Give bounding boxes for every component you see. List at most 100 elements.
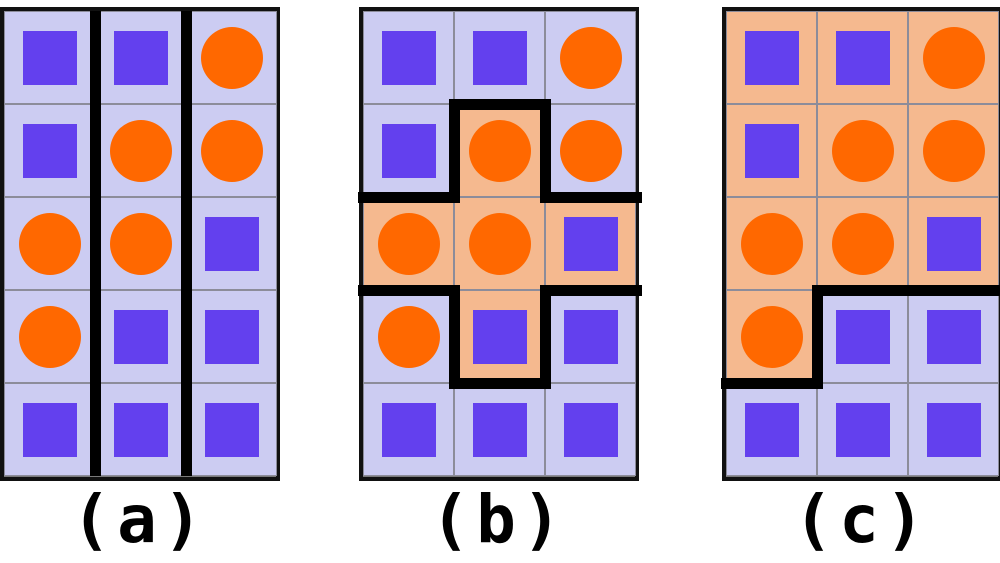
circle-icon — [378, 306, 440, 368]
divider-line — [89, 11, 101, 476]
boundary-line — [448, 377, 551, 389]
cell-r3-c3 — [908, 197, 999, 290]
cell-r3-c2 — [95, 197, 186, 290]
cell-r3-c1 — [726, 197, 817, 290]
square-icon — [23, 403, 77, 457]
cell-r2-c3 — [545, 104, 636, 197]
cell-r3-c2 — [817, 197, 908, 290]
square-icon — [473, 310, 527, 364]
circle-icon — [378, 213, 440, 275]
cell-r5-c2 — [454, 383, 545, 476]
square-icon — [927, 310, 981, 364]
square-icon — [836, 403, 890, 457]
cell-r5-c3 — [545, 383, 636, 476]
cell-r1-c3 — [908, 11, 999, 104]
square-icon — [114, 31, 168, 85]
cell-r5-c1 — [726, 383, 817, 476]
circle-icon — [923, 120, 985, 182]
circle-icon — [741, 213, 803, 275]
boundary-line — [539, 191, 642, 203]
cell-r2-c2 — [95, 104, 186, 197]
grid-a — [4, 11, 277, 477]
panel-a — [0, 7, 280, 481]
square-icon — [23, 124, 77, 178]
cell-r2-c1 — [726, 104, 817, 197]
square-icon — [382, 31, 436, 85]
boundary-line — [448, 284, 460, 389]
cell-r4-c2 — [95, 290, 186, 383]
cell-r4-c1 — [726, 290, 817, 383]
cell-r5-c1 — [4, 383, 95, 476]
square-icon — [564, 217, 618, 271]
circle-icon — [110, 213, 172, 275]
cell-r4-c3 — [186, 290, 277, 383]
cell-r2-c2 — [454, 104, 545, 197]
square-icon — [927, 403, 981, 457]
cell-r1-c1 — [363, 11, 454, 104]
cell-r1-c1 — [726, 11, 817, 104]
cell-r5-c1 — [363, 383, 454, 476]
cell-r5-c2 — [817, 383, 908, 476]
cell-r1-c2 — [95, 11, 186, 104]
cell-r1-c3 — [186, 11, 277, 104]
divider-line — [180, 11, 192, 476]
circle-icon — [201, 120, 263, 182]
circle-icon — [469, 213, 531, 275]
square-icon — [23, 31, 77, 85]
cell-r3-c3 — [545, 197, 636, 290]
grid-c — [720, 11, 1000, 477]
grid-b — [357, 11, 642, 477]
square-icon — [745, 124, 799, 178]
boundary-line — [811, 284, 914, 296]
boundary-line — [448, 98, 551, 110]
cell-r3-c3 — [186, 197, 277, 290]
square-icon — [927, 217, 981, 271]
panel-b — [357, 7, 642, 481]
cell-r3-c2 — [454, 197, 545, 290]
cell-r4-c1 — [363, 290, 454, 383]
boundary-line — [539, 284, 642, 296]
panel-c — [720, 7, 1000, 481]
square-icon — [836, 310, 890, 364]
boundary-line — [357, 284, 460, 296]
boundary-line — [539, 98, 551, 203]
square-icon — [205, 310, 259, 364]
circle-icon — [469, 120, 531, 182]
cell-r5-c2 — [95, 383, 186, 476]
boundary-line — [902, 284, 1000, 296]
square-icon — [205, 403, 259, 457]
square-icon — [205, 217, 259, 271]
cell-r4-c3 — [545, 290, 636, 383]
circle-icon — [832, 120, 894, 182]
circle-icon — [560, 27, 622, 89]
square-icon — [745, 31, 799, 85]
square-icon — [382, 403, 436, 457]
boundary-line — [357, 191, 460, 203]
cell-r1-c2 — [454, 11, 545, 104]
cell-r5-c3 — [908, 383, 999, 476]
cell-r3-c1 — [363, 197, 454, 290]
caption-a: (a) — [71, 481, 209, 558]
cell-r2-c3 — [186, 104, 277, 197]
cell-r4-c3 — [908, 290, 999, 383]
circle-icon — [19, 306, 81, 368]
cell-r1-c3 — [545, 11, 636, 104]
cell-r5-c3 — [186, 383, 277, 476]
square-icon — [564, 403, 618, 457]
square-icon — [114, 310, 168, 364]
caption-c: (c) — [793, 481, 931, 558]
boundary-line — [811, 284, 823, 389]
circle-icon — [741, 306, 803, 368]
cell-r1-c2 — [817, 11, 908, 104]
circle-icon — [923, 27, 985, 89]
cell-r2-c1 — [363, 104, 454, 197]
cell-r2-c1 — [4, 104, 95, 197]
square-icon — [473, 403, 527, 457]
square-icon — [836, 31, 890, 85]
boundary-line — [448, 98, 460, 203]
cell-r1-c1 — [4, 11, 95, 104]
boundary-line — [539, 284, 551, 389]
cell-r4-c2 — [454, 290, 545, 383]
cell-r2-c2 — [817, 104, 908, 197]
